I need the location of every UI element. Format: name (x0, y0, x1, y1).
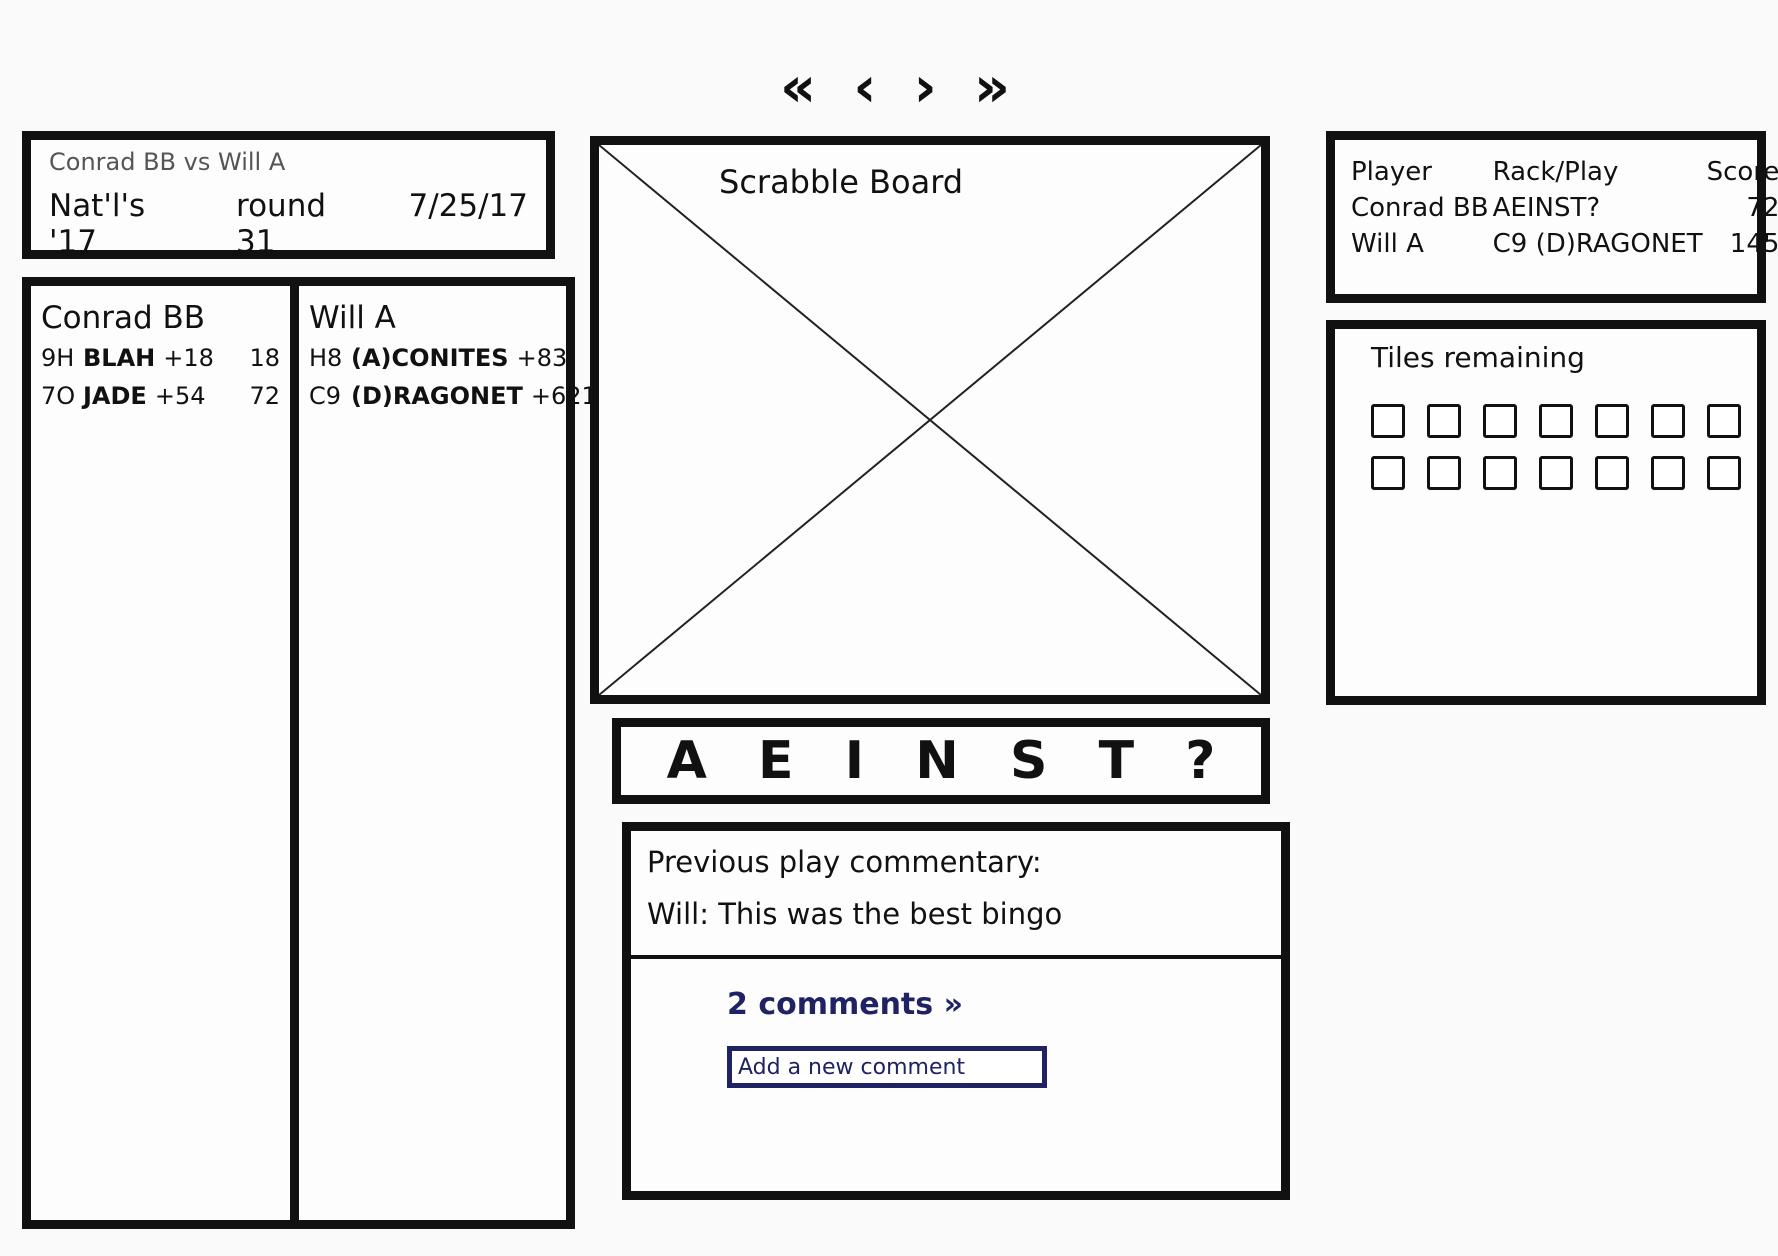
move-log-panel: Conrad BB 9H BLAH +18 18 7O JADE +54 72 … (22, 277, 627, 1229)
remaining-tile (1539, 404, 1573, 438)
previous-move-button[interactable]: ‹ (853, 55, 877, 120)
move-points: +83 (516, 344, 568, 372)
remaining-tile (1483, 404, 1517, 438)
move-word: JADE (83, 382, 147, 410)
move-word: BLAH (83, 344, 156, 372)
board-label: Scrabble Board (719, 163, 964, 201)
tiles-remaining-title: Tiles remaining (1371, 341, 1585, 374)
rack-play: C9 (D)RAGONET (1492, 229, 1703, 259)
move-total: 18 (249, 344, 280, 372)
rack-tile[interactable]: T (1098, 731, 1135, 791)
remaining-tile (1371, 456, 1405, 490)
move-points: +62 (530, 382, 582, 410)
move-position: H8 (309, 344, 343, 372)
scrabble-board[interactable]: Scrabble Board (590, 136, 1270, 704)
move-row[interactable]: 9H BLAH +18 18 (41, 344, 280, 372)
game-date: 7/25/17 (408, 188, 528, 224)
remaining-tile (1539, 456, 1573, 490)
round: round 31 (236, 188, 327, 260)
next-move-button[interactable]: › (913, 55, 937, 120)
event-name: Nat'l's '17 (49, 188, 146, 260)
rack-tile[interactable]: A (666, 731, 707, 791)
rack-tile[interactable]: E (758, 731, 794, 791)
player-name: Will A (1351, 229, 1424, 259)
rack-tile[interactable]: N (915, 731, 959, 791)
commentary-panel: Previous play commentary: Will: This was… (622, 822, 1290, 1200)
scoreboard-panel: Player Rack/Play Score Conrad BB AEINST?… (1326, 131, 1778, 303)
rack-tile[interactable]: S (1009, 731, 1048, 791)
score: 145 (1729, 229, 1778, 259)
player-name: Conrad BB (1351, 193, 1489, 223)
move-row[interactable]: 7O JADE +54 72 (41, 382, 280, 410)
board-placeholder-icon (599, 145, 1261, 695)
game-info-panel: Conrad BB vs Will A Nat'l's '17 round 31… (22, 131, 555, 260)
commentary-title: Previous play commentary: (647, 845, 1042, 879)
matchup: Conrad BB vs Will A (49, 148, 286, 176)
move-word: (D)RAGONET (351, 382, 523, 410)
move-points: +18 (163, 344, 214, 372)
remaining-tile (1427, 404, 1461, 438)
commentary-text: Will: This was the best bingo (647, 897, 1063, 931)
remaining-tile (1427, 456, 1461, 490)
previous-play-commentary: Previous play commentary: Will: This was… (631, 831, 1281, 959)
rack-tile[interactable]: ? (1185, 731, 1216, 791)
player-1-name: Conrad BB (41, 300, 206, 336)
last-move-button[interactable]: » (973, 55, 1010, 120)
move-row[interactable]: H8 (A)CONITES +83 83 (309, 344, 626, 372)
player-1-moves: Conrad BB 9H BLAH +18 18 7O JADE +54 72 (31, 286, 299, 1220)
remaining-tile (1707, 456, 1741, 490)
remaining-tile (1483, 456, 1517, 490)
score: 72 (1746, 193, 1778, 223)
rack-tile[interactable]: I (844, 731, 865, 791)
remaining-tile (1651, 404, 1685, 438)
scoreboard-table: Player Rack/Play Score Conrad BB AEINST?… (1349, 154, 1778, 262)
move-word: (A)CONITES (351, 344, 509, 372)
new-comment-input[interactable] (727, 1046, 1047, 1088)
remaining-tile (1595, 404, 1629, 438)
move-row[interactable]: C9 (D)RAGONET +62 145 (309, 382, 627, 410)
header-player: Player (1351, 157, 1432, 187)
tiles-remaining-panel: Tiles remaining (1326, 320, 1766, 705)
event-line: Nat'l's '17 round 31 7/25/17 (49, 188, 528, 260)
header-score: Score (1706, 157, 1778, 187)
player-2-name: Will A (309, 300, 396, 336)
move-position: 7O (41, 382, 76, 410)
header-rack-play: Rack/Play (1492, 157, 1619, 187)
move-position: 9H (41, 344, 75, 372)
table-row: Will A C9 (D)RAGONET 145 (1349, 226, 1778, 262)
remaining-tile (1651, 456, 1685, 490)
move-points: +54 (154, 382, 206, 410)
move-navigation: « ‹ › » (780, 58, 1010, 118)
first-move-button[interactable]: « (780, 55, 817, 120)
tiles-remaining-grid (1371, 404, 1741, 490)
remaining-tile (1707, 404, 1741, 438)
player-2-moves: Will A H8 (A)CONITES +83 83 C9 (D)RAGONE… (299, 286, 636, 1220)
remaining-tile (1595, 456, 1629, 490)
move-total: 72 (249, 382, 280, 410)
tile-rack: A E I N S T ? (612, 718, 1270, 804)
comments-link[interactable]: 2 comments » (727, 987, 963, 1022)
move-position: C9 (309, 382, 342, 410)
remaining-tile (1371, 404, 1405, 438)
table-row: Conrad BB AEINST? 72 (1349, 190, 1778, 226)
scoreboard-header: Player Rack/Play Score (1349, 154, 1778, 190)
comments-section: 2 comments » (631, 959, 1281, 1116)
rack-play: AEINST? (1492, 193, 1601, 223)
